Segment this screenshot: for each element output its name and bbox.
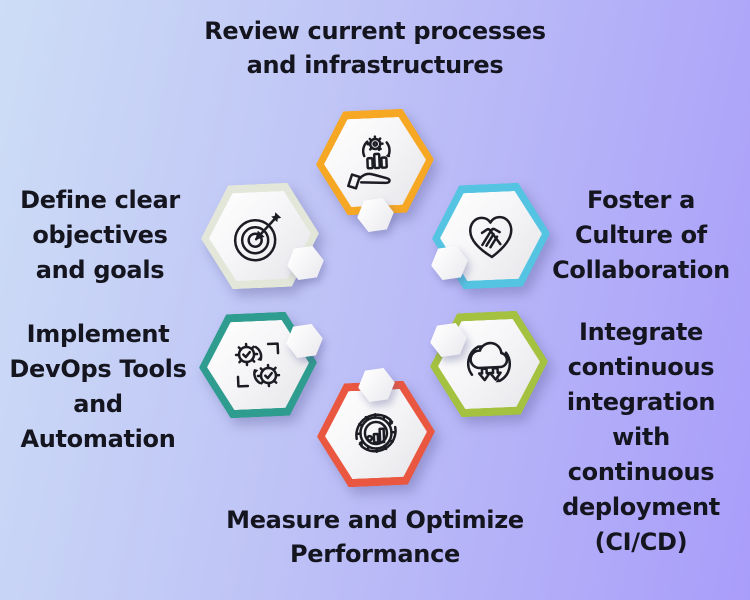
gears-sync-icon [225,332,292,399]
target-arrow-icon [227,203,294,270]
hand-gear-chart-icon [342,129,409,196]
cloud-deploy-icon [456,331,523,398]
hex-define-objectives [201,184,319,288]
hex-devops-tools [199,313,317,417]
hex-border [315,379,437,488]
hex-border [428,309,550,418]
small-hexagon [357,199,394,231]
small-hexagon [286,325,323,357]
step-label-foster-collaboration: Foster a Culture of Collaboration [552,186,730,284]
small-hexagon [358,369,395,401]
small-hexagon [287,247,324,279]
gear-chart-icon [343,401,410,468]
hands-heart-icon [458,203,525,270]
small-hexagon [430,324,467,356]
step-label-define-objectives: Define clear objectives and goals [20,186,180,284]
hex-ci-cd [430,312,548,416]
hex-measure-performance [317,382,435,486]
hex-review-processes [316,110,434,214]
hex-border [314,107,436,216]
hex-border [197,310,319,419]
step-label-review-processes: Review current processes and infrastruct… [204,17,546,79]
step-label-measure-performance: Measure and Optimize Performance [226,506,524,568]
step-label-ci-cd: Integrate continuous integration with co… [562,318,720,556]
hex-border [199,181,321,290]
hex-foster-collaboration [432,184,550,288]
small-hexagon [431,247,468,279]
hex-border [430,181,552,290]
step-label-devops-tools: Implement DevOps Tools and Automation [9,320,187,453]
